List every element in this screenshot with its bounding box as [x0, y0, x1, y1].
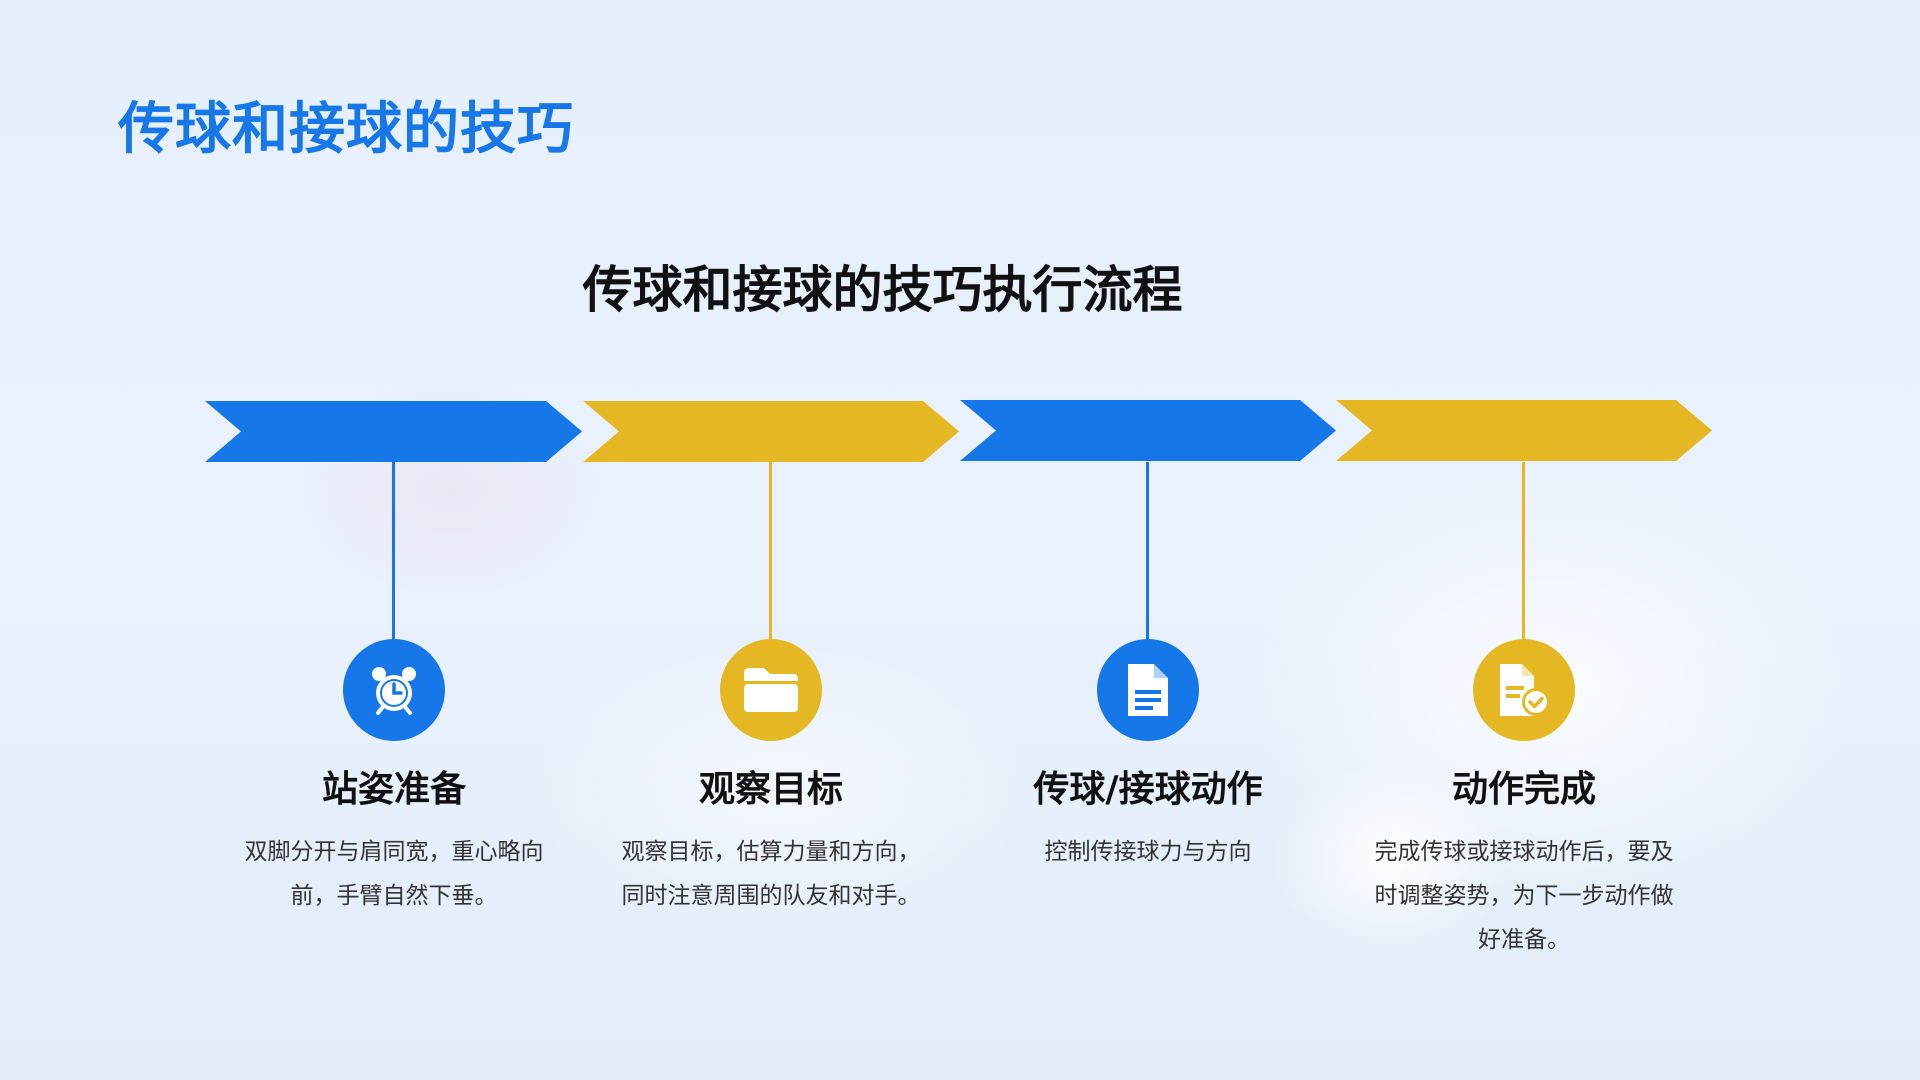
step-title: 观察目标 — [698, 769, 843, 810]
step-description: 观察目标，估算力量和方向，同时注意周围的队友和对手。 — [621, 839, 921, 909]
document-check-icon — [1500, 664, 1550, 716]
process-arrows — [205, 400, 1712, 462]
step-icon-badge — [720, 639, 822, 741]
step-connector-line — [392, 462, 395, 642]
process-step-4: 动作完成 完成传球或接球动作后，要及时调整姿势，为下一步动作做好准备。 — [1334, 0, 1714, 1080]
process-arrow-3 — [960, 400, 1336, 461]
process-step-3: 传球/接球动作 控制传接球力与方向 — [958, 0, 1338, 1080]
process-arrow-1 — [205, 401, 582, 462]
folder-icon — [744, 668, 798, 712]
step-icon-badge — [343, 639, 445, 741]
step-connector-line — [1146, 462, 1149, 642]
step-description: 完成传球或接球动作后，要及时调整姿势，为下一步动作做好准备。 — [1374, 839, 1674, 953]
step-title: 站姿准备 — [321, 769, 466, 810]
step-description: 双脚分开与肩同宽，重心略向前，手臂自然下垂。 — [244, 839, 544, 909]
step-icon-badge — [1473, 639, 1575, 741]
alarm-clock-icon — [372, 667, 416, 715]
process-arrow-4 — [1336, 400, 1712, 461]
process-step-2: 观察目标 观察目标，估算力量和方向，同时注意周围的队友和对手。 — [581, 0, 961, 1080]
step-icon-badge — [1097, 639, 1199, 741]
step-connector-line — [1522, 462, 1525, 642]
step-title: 传球/接球动作 — [1033, 769, 1263, 810]
process-arrow-2 — [583, 401, 959, 462]
step-connector-line — [769, 462, 772, 642]
flow-title: 传球和接球的技巧执行流程 — [582, 261, 1183, 319]
step-description: 控制传接球力与方向 — [1044, 839, 1252, 865]
document-icon — [1128, 664, 1168, 716]
step-title: 动作完成 — [1451, 769, 1596, 810]
page-title: 传球和接球的技巧 — [118, 97, 574, 162]
process-step-1: 站姿准备 双脚分开与肩同宽，重心略向前，手臂自然下垂。 — [204, 0, 584, 1080]
